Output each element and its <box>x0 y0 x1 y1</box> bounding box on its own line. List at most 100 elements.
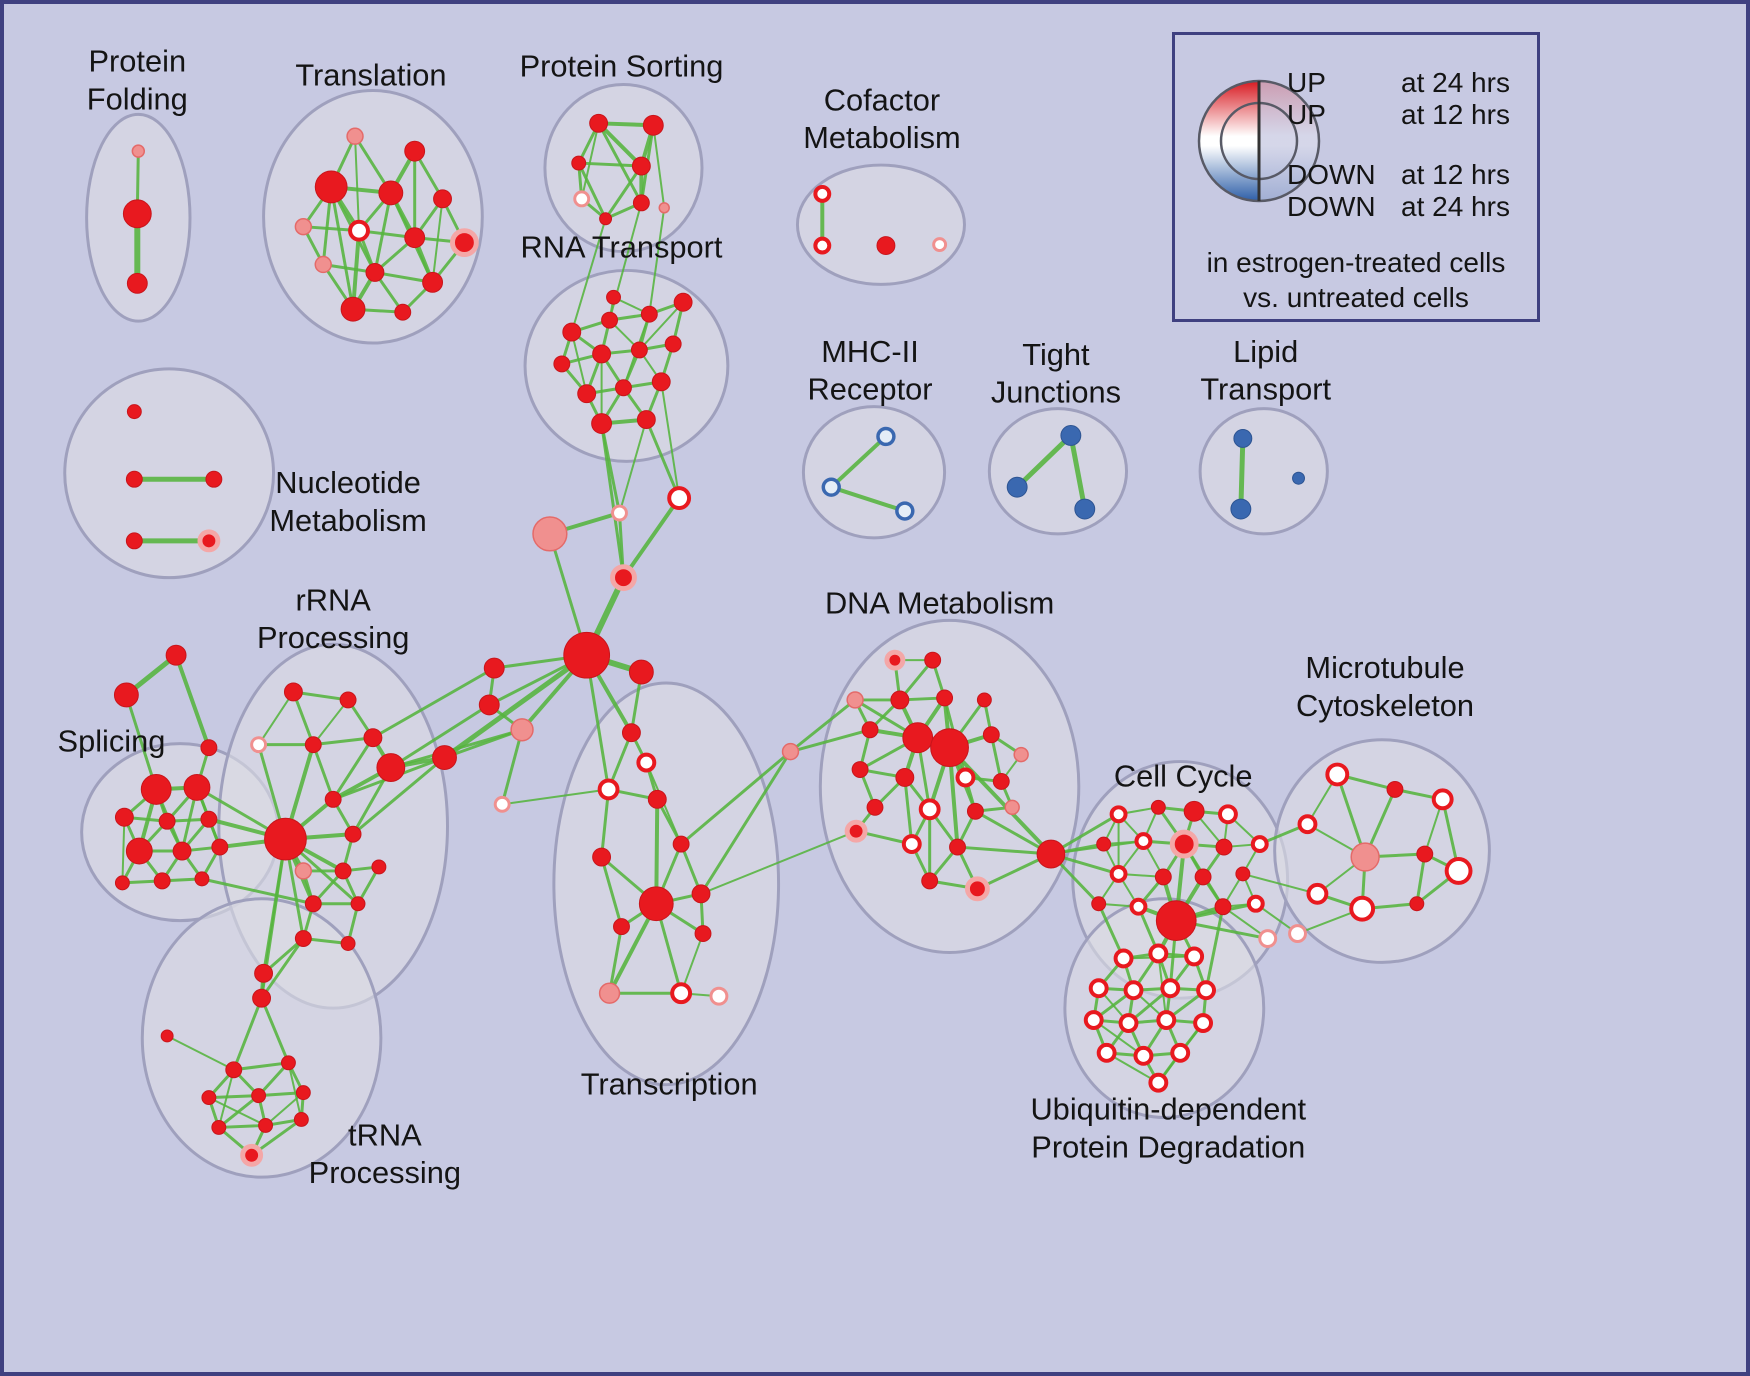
node-protein-sorting <box>573 190 591 208</box>
node-trna-processing <box>240 1143 264 1167</box>
network-edge <box>232 996 264 1072</box>
network-edge <box>354 135 361 232</box>
node-backbone <box>532 516 568 552</box>
node-translation <box>378 180 404 206</box>
node-transcription <box>598 982 621 1004</box>
node-dna-metabolism <box>982 726 1000 744</box>
network-edge <box>829 485 907 514</box>
node-dna-metabolism <box>895 768 915 787</box>
legend-direction-label: DOWN <box>1287 191 1376 222</box>
node-nucleotide-metabolism <box>205 470 223 488</box>
node-cofactor-metabolism <box>813 236 832 255</box>
network-edge <box>166 1034 235 1071</box>
node-microtubule-cytoskeleton <box>1386 780 1404 798</box>
cluster-label-tight-junctions: Tight <box>1022 337 1090 372</box>
legend-row-down-12: DOWN at 12 hrs <box>1175 159 1537 191</box>
legend-row-up-24: UP at 24 hrs <box>1175 67 1537 99</box>
node-cell-cycle <box>1258 929 1278 948</box>
node-protein-sorting <box>632 194 650 212</box>
node-translation <box>422 271 444 293</box>
network-edge <box>389 703 491 770</box>
cluster-ellipse-nucleotide-metabolism <box>63 367 276 580</box>
network-edge <box>570 331 588 395</box>
node-mhc-ii-receptor <box>876 426 896 447</box>
node-cell-cycle <box>1154 868 1172 886</box>
node-rrna-processing <box>350 896 366 912</box>
node-trna-processing <box>252 988 272 1008</box>
node-translation <box>314 255 332 274</box>
node-protein-sorting <box>631 156 651 176</box>
cluster-label-trna-processing: tRNA <box>348 1117 422 1152</box>
node-cell-cycle <box>1194 868 1212 886</box>
node-translation <box>404 140 426 162</box>
node-splicing <box>140 773 172 805</box>
node-tight-junctions <box>1006 476 1028 498</box>
node-backbone <box>1036 839 1066 869</box>
node-backbone <box>483 657 505 679</box>
node-protein-sorting <box>658 202 670 214</box>
node-dna-metabolism <box>1004 799 1020 816</box>
node-trna-processing <box>160 1029 174 1043</box>
node-splicing <box>125 837 153 865</box>
node-transcription <box>638 886 674 922</box>
network-edge <box>1238 435 1246 512</box>
cluster-ellipse-cofactor-metabolism <box>795 163 966 286</box>
network-edge <box>311 743 335 801</box>
node-splicing <box>114 875 130 891</box>
node-protein-sorting <box>642 114 664 136</box>
node-cofactor-metabolism <box>813 184 832 203</box>
network-edge <box>121 816 126 884</box>
network-edge <box>600 422 625 580</box>
node-rna-transport <box>630 341 648 359</box>
node-splicing <box>158 812 176 830</box>
node-rrna-processing <box>283 682 303 702</box>
node-cell-cycle <box>1150 799 1166 815</box>
node-transcription <box>694 925 712 943</box>
node-ubiquitin-degradation <box>1123 980 1144 1001</box>
network-edge <box>174 653 211 750</box>
node-cell-cycle <box>1250 835 1269 854</box>
node-tight-junctions <box>1074 498 1096 520</box>
node-translation <box>404 227 426 249</box>
network-edge <box>351 756 447 836</box>
layer-nodes <box>113 113 1473 1167</box>
node-microtubule-cytoskeleton <box>1409 896 1425 912</box>
node-transcription <box>709 986 729 1006</box>
node-protein-sorting <box>599 212 613 226</box>
node-transcription <box>636 752 657 773</box>
node-ubiquitin-degradation <box>1083 1010 1104 1030</box>
legend-time-label: at 24 hrs <box>1401 67 1510 98</box>
node-dna-metabolism <box>964 876 990 902</box>
node-lipid-transport <box>1233 429 1253 448</box>
node-cell-cycle <box>1214 898 1232 916</box>
node-nucleotide-metabolism <box>197 529 221 553</box>
node-cell-cycle <box>1091 896 1107 912</box>
node-cell-cycle <box>1096 836 1112 852</box>
cluster-label-protein-folding: Protein <box>89 44 187 79</box>
network-edge <box>789 698 857 754</box>
network-edge <box>260 937 305 1000</box>
node-translation <box>365 262 385 282</box>
node-rrna-processing <box>264 817 307 861</box>
node-rrna-processing <box>304 895 322 913</box>
node-transcription <box>597 778 620 801</box>
network-edge <box>638 301 685 351</box>
cluster-label-rrna-processing: Processing <box>257 620 409 655</box>
node-translation <box>394 303 412 321</box>
node-rrna-processing <box>294 862 313 880</box>
network-edge <box>1241 872 1319 895</box>
network-edge <box>1068 432 1088 512</box>
network-edge <box>329 185 355 311</box>
cluster-label-translation: Translation <box>295 58 446 93</box>
network-edge <box>829 434 888 490</box>
node-rrna-processing <box>344 825 362 843</box>
network-edge <box>331 736 375 801</box>
cluster-label-transcription: Transcription <box>581 1067 758 1102</box>
network-edge <box>287 1061 303 1121</box>
cluster-label-trna-processing: Processing <box>309 1155 461 1190</box>
node-microtubule-cytoskeleton <box>1297 814 1318 835</box>
node-protein-folding <box>122 199 152 229</box>
node-backbone <box>478 694 500 716</box>
node-trna-processing <box>211 1119 227 1135</box>
network-edge <box>973 809 1053 856</box>
